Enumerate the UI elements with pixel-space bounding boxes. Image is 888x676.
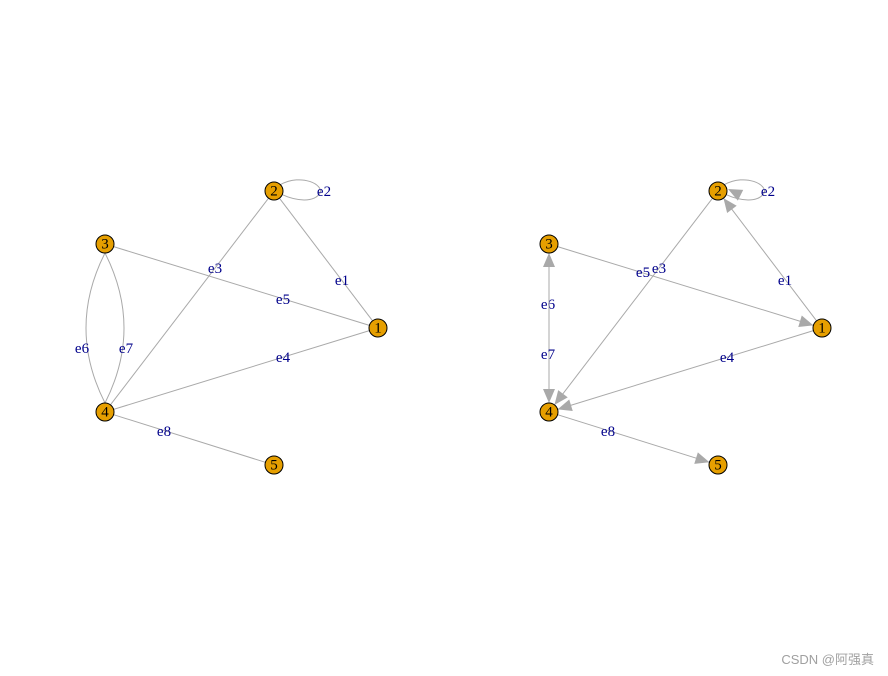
edge-line [724, 179, 765, 201]
edge-label-e6: e6 [75, 341, 90, 357]
edge-e1 [279, 197, 373, 322]
arrowhead-icon [554, 390, 568, 405]
node-1: 1 [368, 318, 388, 338]
node-circle [812, 318, 832, 338]
edge-e8 [557, 414, 710, 464]
node-label: 3 [101, 237, 109, 253]
edge-e7 [543, 253, 555, 403]
node-5: 5 [708, 455, 728, 475]
edge-label-e2: e2 [761, 184, 775, 200]
edge-line [104, 252, 125, 404]
edge-e3 [554, 197, 713, 406]
node-circle [264, 181, 284, 201]
edge-label-e4: e4 [720, 350, 735, 366]
node-label: 2 [270, 184, 278, 200]
node-label: 1 [374, 321, 382, 337]
arrowhead-icon [694, 452, 710, 464]
edge-line [557, 330, 814, 410]
node-circle [708, 455, 728, 475]
arrowhead-icon [723, 198, 737, 213]
node-circle [95, 402, 115, 422]
arrowhead-icon [728, 189, 744, 201]
edge-label-e8: e8 [157, 424, 171, 440]
edge-line [280, 179, 321, 201]
directed-graph: e1 e2 e3 e4 e5 e6 e7 e8 1 2 3 4 5 [539, 179, 832, 475]
edge-label-e6: e6 [541, 297, 556, 313]
edge-e1 [723, 197, 817, 322]
edge-label-e7: e7 [541, 347, 556, 363]
node-1: 1 [812, 318, 832, 338]
node-circle [368, 318, 388, 338]
edge-label-e5: e5 [636, 265, 650, 281]
edge-line [110, 197, 269, 406]
edge-e5 [113, 246, 370, 326]
node-label: 4 [545, 405, 553, 421]
edge-line [723, 197, 817, 322]
node-circle [95, 234, 115, 254]
edge-label-e5: e5 [276, 292, 290, 308]
edge-line [554, 197, 713, 406]
edge-label-e1: e1 [778, 273, 792, 289]
node-3: 3 [539, 234, 559, 254]
node-2: 2 [708, 181, 728, 201]
edge-e2 [280, 179, 321, 201]
edge-e2 [724, 179, 765, 201]
edge-line [113, 246, 370, 326]
node-5: 5 [264, 455, 284, 475]
edge-line [113, 414, 266, 463]
edge-label-e8: e8 [601, 424, 615, 440]
watermark-text: CSDN @阿强真 [781, 652, 874, 667]
edge-e6 [85, 252, 106, 404]
node-label: 5 [270, 458, 278, 474]
node-circle [539, 234, 559, 254]
edge-line [279, 197, 373, 322]
edge-e4 [113, 330, 370, 410]
node-circle [708, 181, 728, 201]
edge-e5 [557, 246, 814, 327]
edge-e8 [113, 414, 266, 463]
edge-line [557, 246, 814, 326]
edge-e3 [110, 197, 269, 406]
node-label: 5 [714, 458, 722, 474]
node-circle [539, 402, 559, 422]
node-circle [264, 455, 284, 475]
edge-e7 [104, 252, 125, 404]
node-label: 4 [101, 405, 109, 421]
node-label: 2 [714, 184, 722, 200]
edge-line [557, 414, 710, 463]
edge-label-e1: e1 [335, 273, 349, 289]
edge-line [85, 252, 106, 404]
edge-e4 [557, 330, 814, 411]
edge-label-e3: e3 [652, 261, 666, 277]
edge-label-e2: e2 [317, 184, 331, 200]
node-label: 1 [818, 321, 826, 337]
node-2: 2 [264, 181, 284, 201]
edge-line [113, 330, 370, 410]
node-label: 3 [545, 237, 553, 253]
arrowhead-icon [798, 315, 814, 327]
node-4: 4 [95, 402, 115, 422]
node-3: 3 [95, 234, 115, 254]
arrowhead-icon [543, 253, 555, 267]
node-4: 4 [539, 402, 559, 422]
edge-label-e3: e3 [208, 261, 222, 277]
edge-label-e7: e7 [119, 341, 134, 357]
edge-label-e4: e4 [276, 350, 291, 366]
arrowhead-icon [557, 399, 573, 411]
undirected-graph: e1 e2 e3 e4 e5 e6 e7 e8 1 2 3 4 5 [75, 179, 388, 475]
